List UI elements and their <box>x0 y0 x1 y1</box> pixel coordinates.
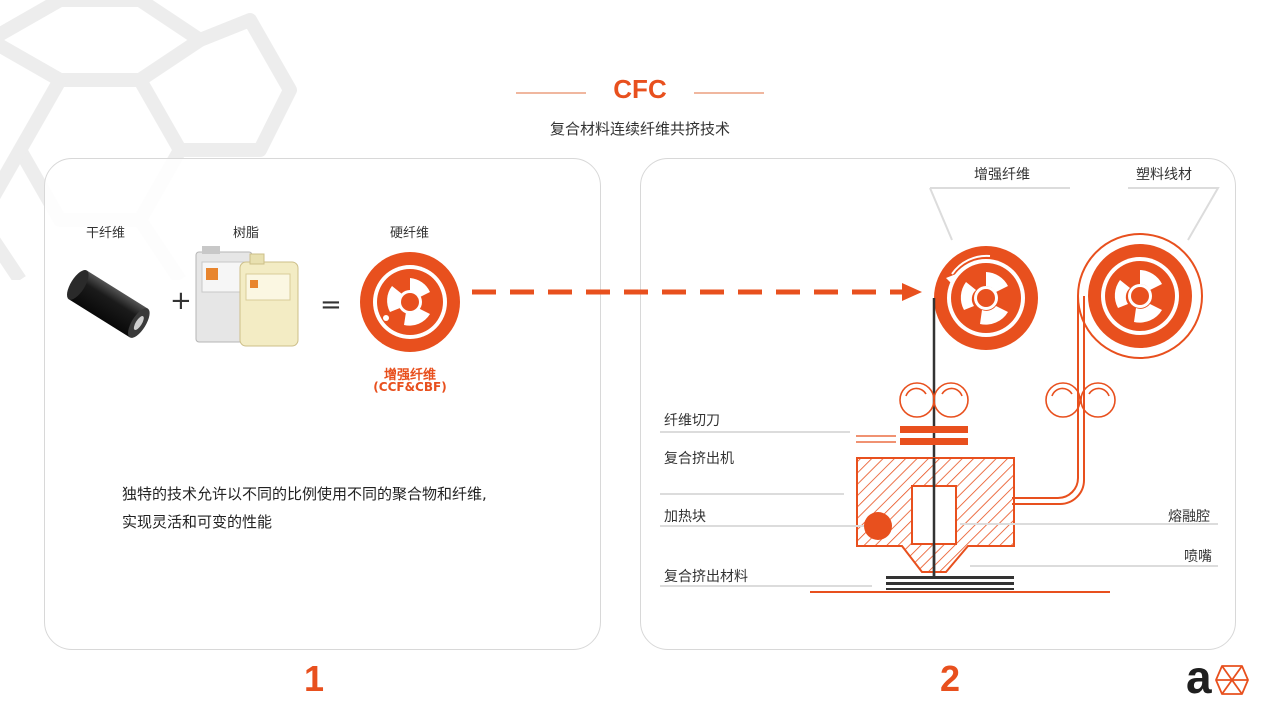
page-subtitle: 复合材料连续纤维共挤技术 <box>549 120 730 138</box>
dry-fiber-label: 干纤维 <box>86 226 126 241</box>
plastic-filament-label: 塑料线材 <box>1136 167 1192 183</box>
plus-sign: + <box>170 286 192 316</box>
reinforced-fiber-sublabel: (CCF&CBF) <box>373 380 447 394</box>
step-number-2: 2 <box>939 658 961 699</box>
brand-logo-letter: a <box>1186 651 1212 703</box>
page-title: CFC <box>613 74 667 104</box>
step-number-1: 1 <box>303 658 325 699</box>
coextruded-material-label: 复合挤出材料 <box>664 569 748 585</box>
resin-containers-image <box>195 246 299 347</box>
heating-block-label: 加热块 <box>664 509 706 525</box>
brand-logo-mark <box>1215 665 1249 695</box>
dry-fiber-roll-image <box>66 269 150 338</box>
technology-description-line2: 实现灵活和可变的性能 <box>122 513 273 531</box>
panel-materials <box>44 158 601 650</box>
equals-sign: = <box>320 290 342 320</box>
fiber-cutter-label: 纤维切刀 <box>664 413 720 429</box>
coextrusion-process-diagram <box>660 187 1220 593</box>
reinforced-fiber-reel <box>934 246 1038 350</box>
resin-label: 树脂 <box>233 226 260 241</box>
rigid-fiber-label: 硬纤维 <box>390 226 430 241</box>
technology-description-line1: 独特的技术允许以不同的比例使用不同的聚合物和纤维, <box>122 485 487 503</box>
reinforced-fiber-label: 增强纤维 <box>383 368 436 383</box>
title-rule-right <box>694 92 764 94</box>
reinforced-fiber-spool <box>360 252 460 352</box>
nozzle-label: 喷嘴 <box>1184 549 1212 565</box>
coextruder-label: 复合挤出机 <box>664 451 734 467</box>
melt-chamber-label: 熔融腔 <box>1168 509 1210 525</box>
reinforced-fiber-reel-label: 增强纤维 <box>974 167 1030 183</box>
title-rule-left <box>516 92 586 94</box>
flow-arrow-dashed <box>472 283 922 301</box>
plastic-filament-reel <box>1077 233 1203 359</box>
